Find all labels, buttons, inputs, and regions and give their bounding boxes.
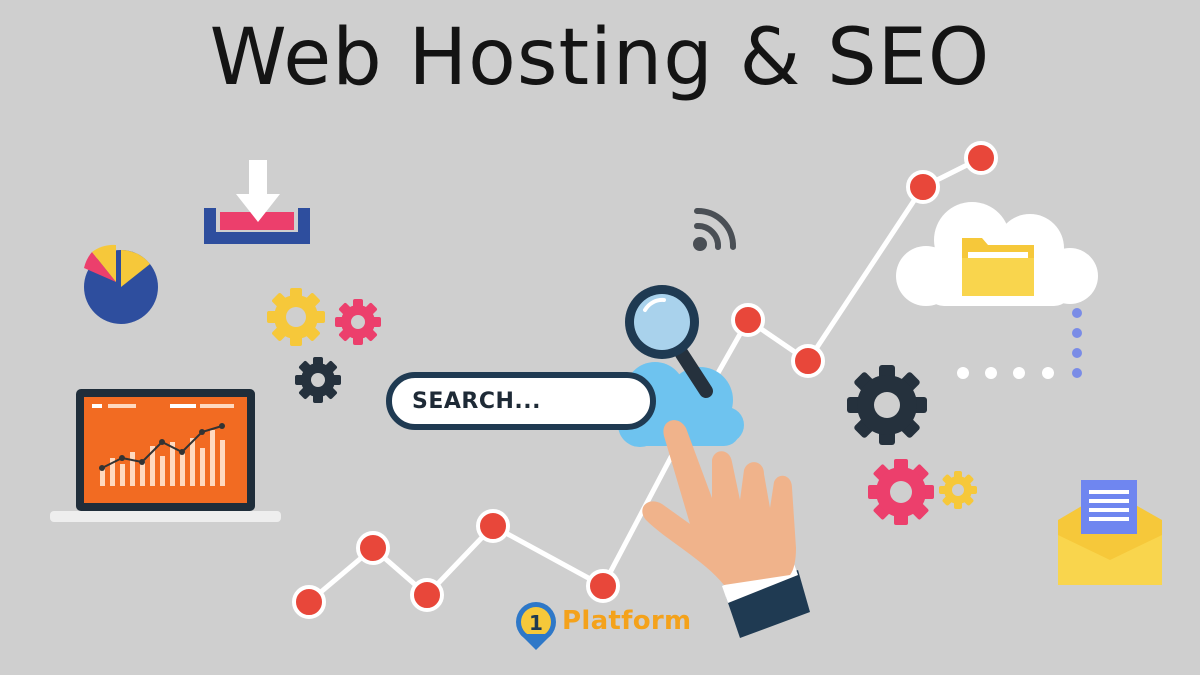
search-label: SEARCH... xyxy=(412,389,541,414)
trend-node xyxy=(964,141,998,175)
gear-icon xyxy=(335,299,381,345)
gear-icon xyxy=(267,288,325,346)
trend-node xyxy=(906,170,940,204)
trend-node xyxy=(586,569,620,603)
rss-signal-icon xyxy=(693,207,737,251)
trend-node xyxy=(356,531,390,565)
dotted-connector xyxy=(957,308,1082,379)
laptop-chart-icon xyxy=(50,389,281,522)
magnifier-icon xyxy=(625,285,713,398)
gear-icon xyxy=(868,459,934,525)
envelope-document-icon xyxy=(1058,480,1162,585)
cloud-folder-icon xyxy=(896,202,1098,306)
gear-icon xyxy=(295,357,341,403)
brand-badge: 1 xyxy=(529,611,543,635)
pointing-hand-icon xyxy=(642,420,810,638)
brand-logo-icon: 1 xyxy=(516,602,556,650)
download-tray-icon xyxy=(204,160,310,244)
page-title: Web Hosting & SEO xyxy=(209,13,991,103)
trend-line-graphic xyxy=(292,141,998,619)
brand-name: Platform xyxy=(562,606,692,636)
gear-icon xyxy=(847,365,927,445)
trend-node xyxy=(476,509,510,543)
trend-node xyxy=(791,344,825,378)
trend-node xyxy=(410,578,444,612)
trend-node xyxy=(292,585,326,619)
search-bar: SEARCH... xyxy=(386,372,656,430)
pie-chart-icon xyxy=(84,244,158,324)
trend-node xyxy=(731,303,765,337)
gear-icon xyxy=(939,471,977,509)
